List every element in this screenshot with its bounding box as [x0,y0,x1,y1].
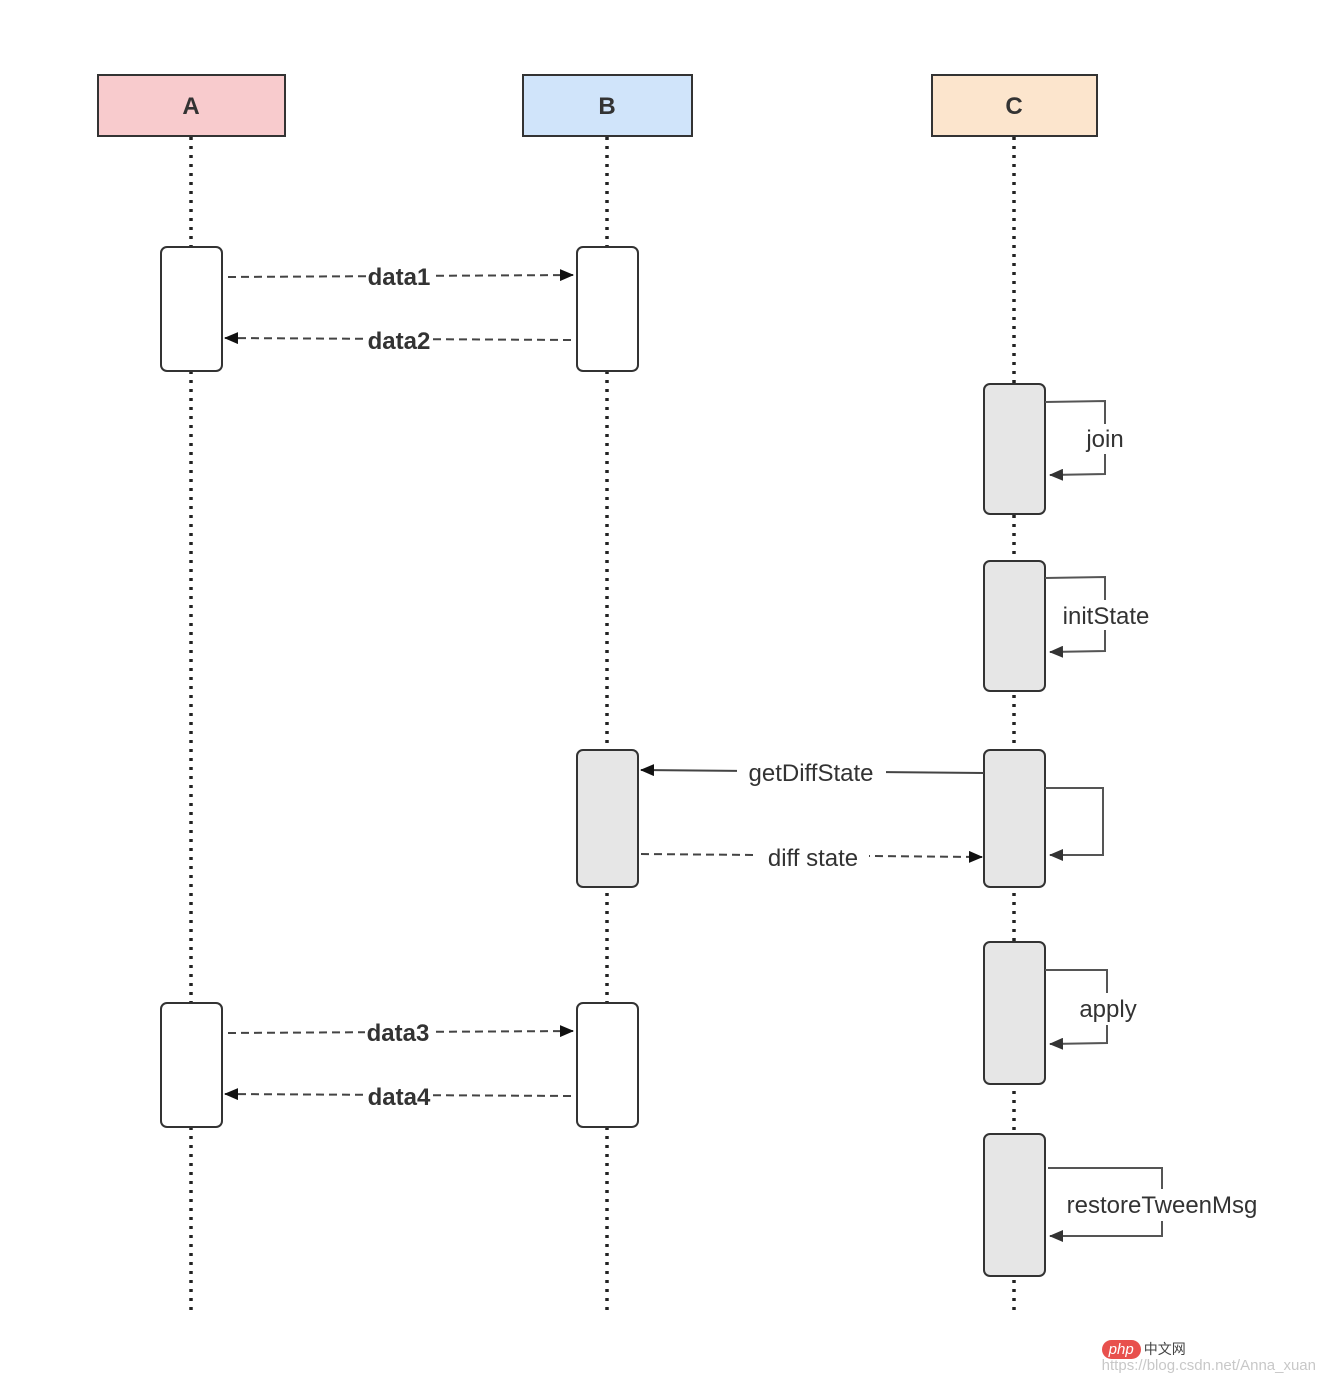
watermark-url: https://blog.csdn.net/Anna_xuan [1101,1357,1316,1374]
message-apply-label-bg [1074,993,1142,1025]
activation-a-2 [160,1002,223,1128]
message-getdiffstate: getDiffState [640,758,1104,861]
watermark-logo: php [1101,1339,1141,1359]
participant-b-label: B [598,93,615,120]
message-restoretweenmsg: restoreTweenMsg [1048,1167,1270,1242]
message-data4: data4 [224,1083,572,1111]
message-data3-label: data3 [367,1020,430,1047]
message-data2-label: data2 [368,328,431,355]
watermark-name: 中文网 [1143,1341,1186,1357]
message-restoretweenmsg-label-bg [1054,1189,1270,1221]
message-data2-label-bg [366,327,432,355]
message-join: join [1044,399,1130,481]
message-apply: apply [1045,969,1142,1050]
message-data1-label: data1 [368,264,431,291]
message-initstate-label-bg [1055,600,1157,630]
activation-c-initstate [983,560,1046,692]
participant-b-box [522,74,693,137]
message-join-label: join [1085,426,1123,453]
message-data3-label-bg [365,1019,431,1047]
message-join-label-bg [1082,424,1130,454]
activation-c-restore [983,1133,1046,1277]
participant-c-box [931,74,1098,137]
message-data2: data2 [224,327,572,355]
activation-b-3 [576,1002,639,1128]
activation-c-join [983,383,1046,515]
message-getdiffstate-self-loop [1045,787,1104,861]
message-diff-state: diff state [640,843,983,873]
message-initstate: initState [1044,575,1157,658]
message-diff-state-label-bg [757,843,869,873]
participant-c-label: C [1005,93,1022,120]
participant-c: C [931,74,1098,137]
message-initstate-label: initState [1063,603,1150,630]
activation-b-2 [576,749,639,888]
message-diff-state-label: diff state [768,845,858,872]
activation-c-apply [983,941,1046,1085]
activation-a-1 [160,246,223,372]
activation-b-1 [576,246,639,372]
participant-b: B [522,74,693,137]
participant-a: A [97,74,286,137]
message-data1: data1 [227,263,574,291]
message-restoretweenmsg-label: restoreTweenMsg [1067,1192,1258,1219]
message-data1-label-bg [367,263,431,291]
participant-a-label: A [182,93,199,120]
message-getdiffstate-label: getDiffState [749,760,874,787]
message-data4-label-bg [366,1083,432,1111]
message-data3: data3 [227,1019,574,1047]
message-apply-label: apply [1079,996,1136,1023]
message-data4-label: data4 [368,1084,431,1111]
participant-a-box [97,74,286,137]
message-getdiffstate-label-bg [737,758,886,788]
activation-c-diff [983,749,1046,888]
